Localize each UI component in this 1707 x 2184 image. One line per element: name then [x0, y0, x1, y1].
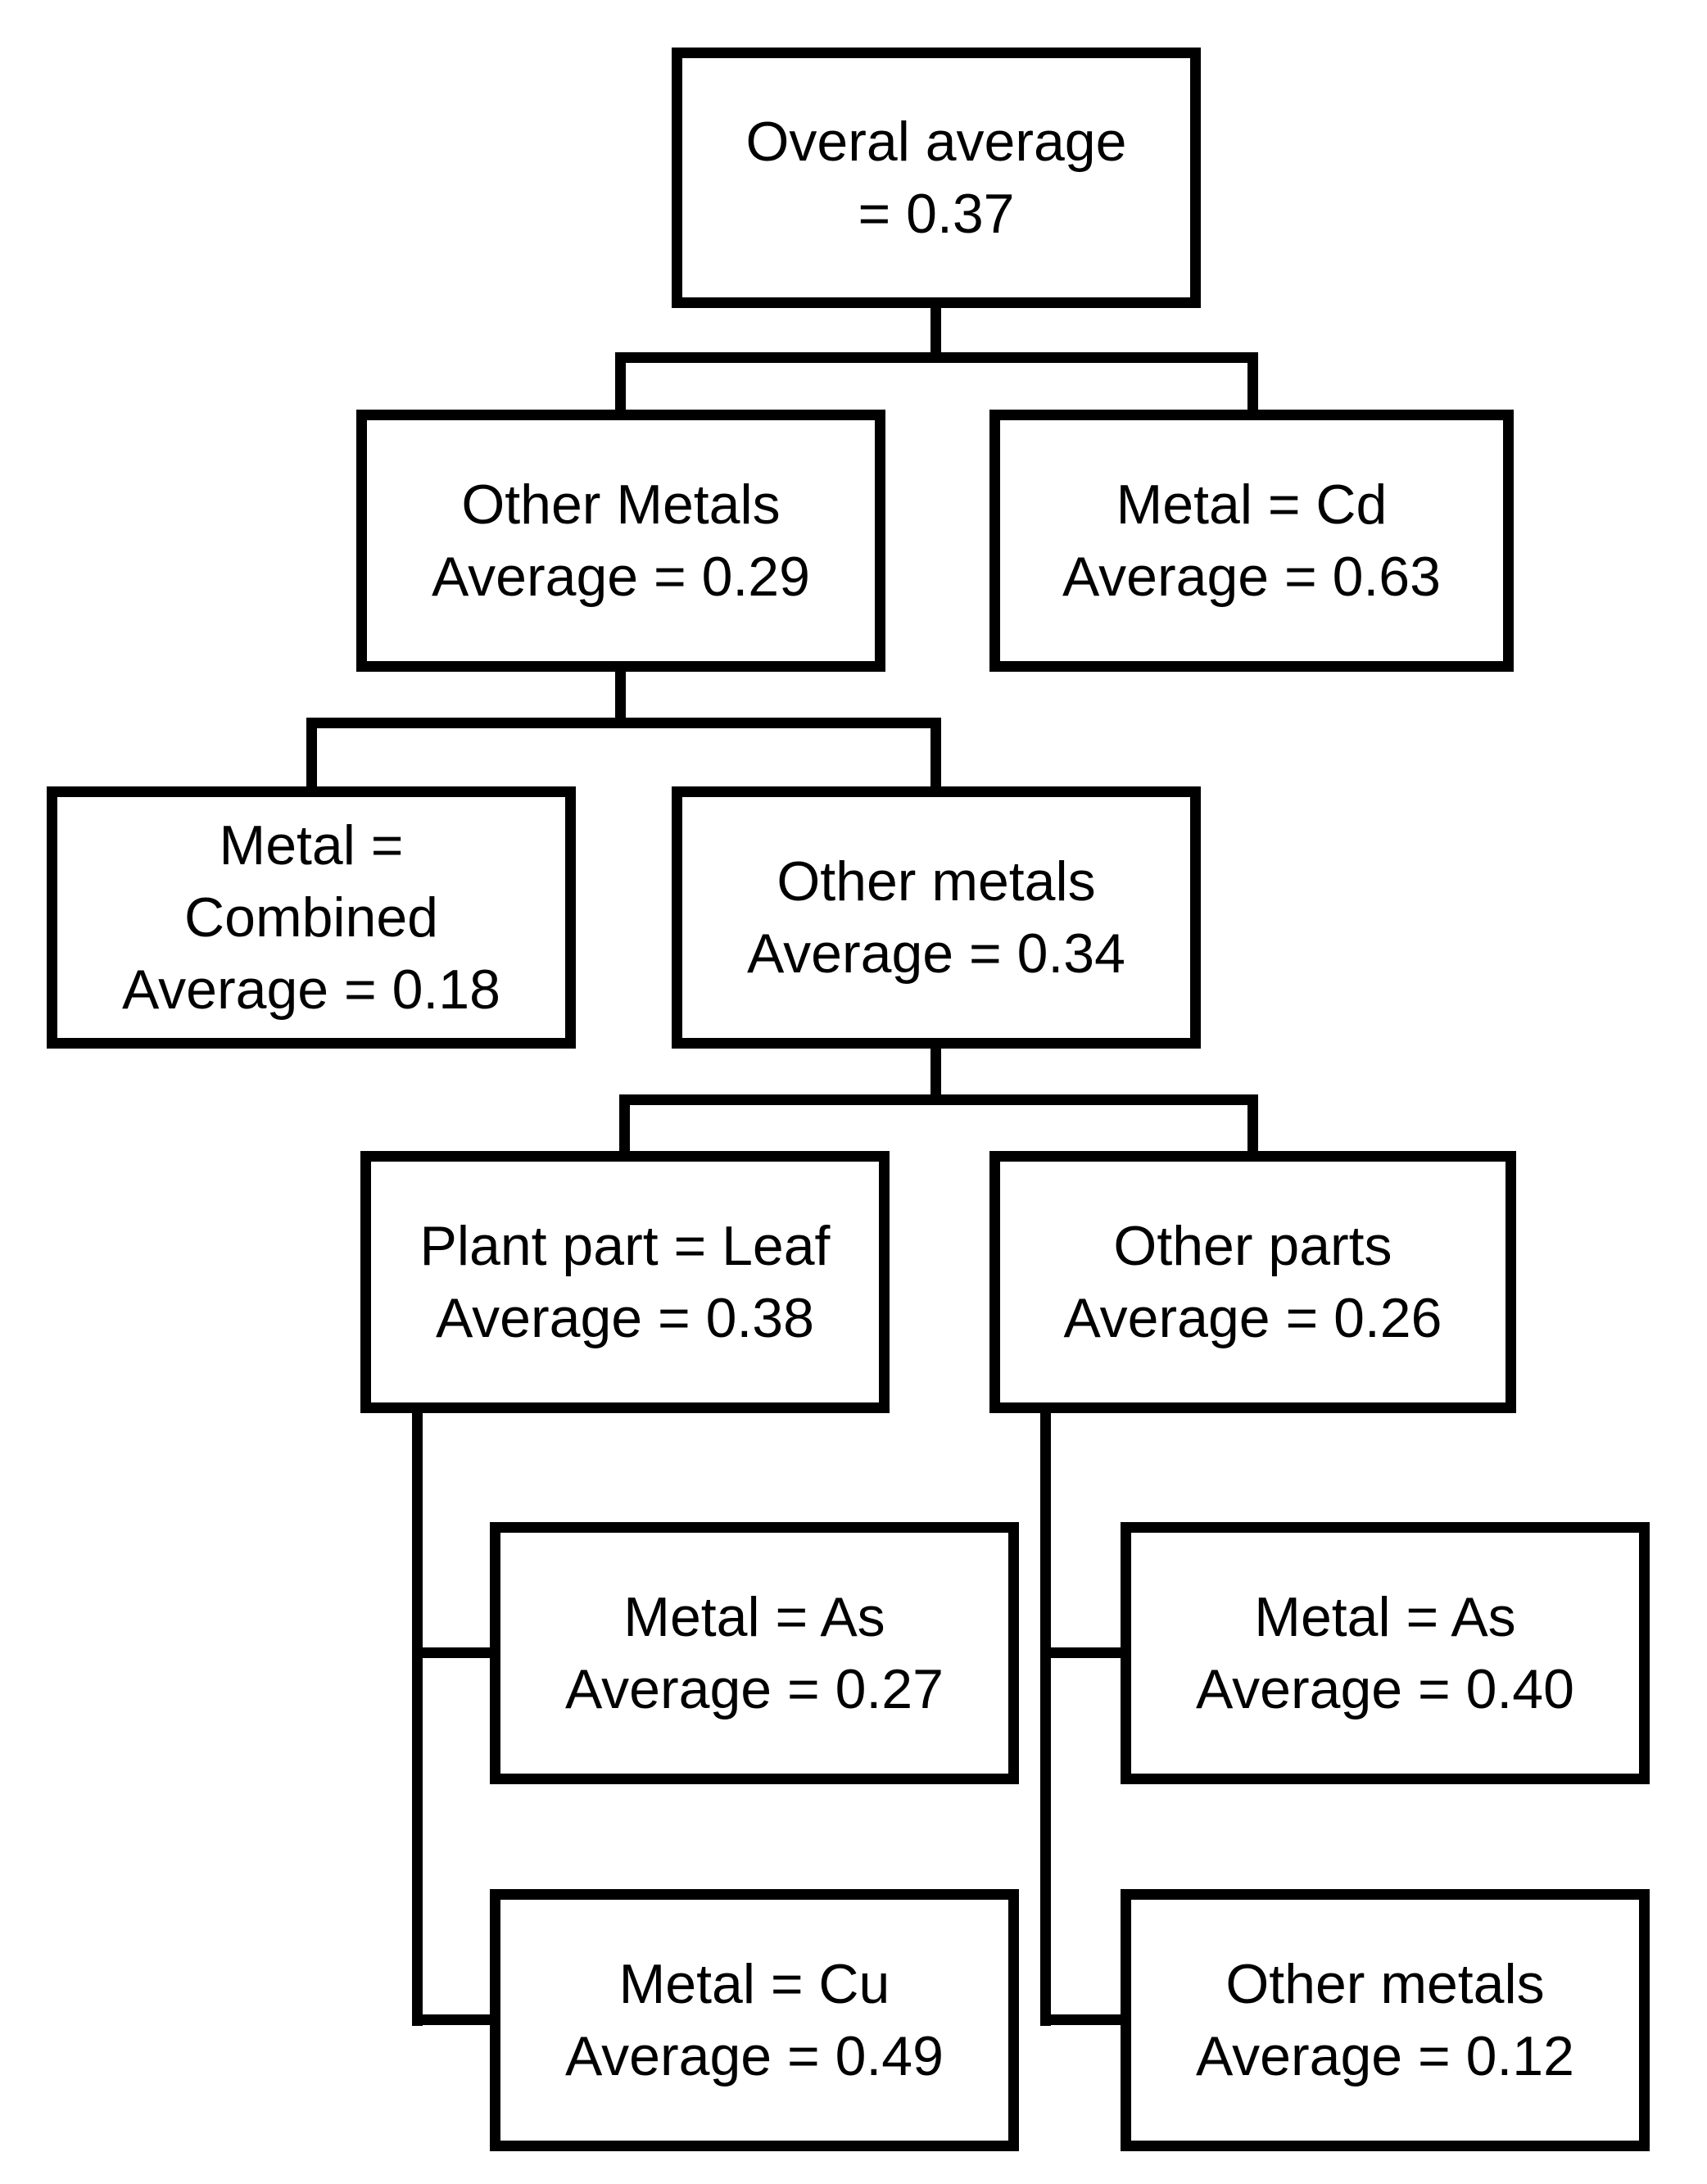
connector-segment: [615, 352, 1258, 363]
node-leaf-metal-cu: Metal = Cu Average = 0.49: [490, 1889, 1019, 2151]
connector-segment: [412, 1647, 491, 1658]
connector-segment: [306, 718, 941, 728]
node-otherparts-metal-as: Metal = As Average = 0.40: [1121, 1522, 1650, 1784]
connector-segment: [615, 352, 626, 411]
connector-segment: [412, 2014, 491, 2025]
connector-segment: [1247, 352, 1258, 411]
connector-segment: [930, 306, 941, 357]
connector-segment: [412, 1411, 423, 2026]
connector-segment: [615, 670, 626, 723]
connector-segment: [1040, 1411, 1051, 2026]
node-plant-part-leaf: Plant part = Leaf Average = 0.38: [360, 1151, 890, 1413]
node-otherparts-other-metals: Other metals Average = 0.12: [1121, 1889, 1650, 2151]
connector-segment: [930, 718, 941, 788]
connector-segment: [619, 1094, 630, 1153]
connector-segment: [1040, 1647, 1122, 1658]
node-metal-combined: Metal = Combined Average = 0.18: [47, 786, 576, 1049]
node-leaf-metal-as: Metal = As Average = 0.27: [490, 1522, 1019, 1784]
connector-segment: [930, 1047, 941, 1099]
node-overall-average: Overal average = 0.37: [672, 48, 1201, 308]
connector-segment: [306, 718, 317, 788]
connector-segment: [1040, 2014, 1122, 2025]
node-other-metals: Other Metals Average = 0.29: [356, 410, 885, 672]
connector-segment: [619, 1094, 1258, 1105]
node-metal-cd: Metal = Cd Average = 0.63: [989, 410, 1514, 672]
connector-segment: [1247, 1094, 1258, 1153]
node-other-metals-2: Other metals Average = 0.34: [672, 786, 1201, 1049]
node-other-parts: Other parts Average = 0.26: [989, 1151, 1516, 1413]
